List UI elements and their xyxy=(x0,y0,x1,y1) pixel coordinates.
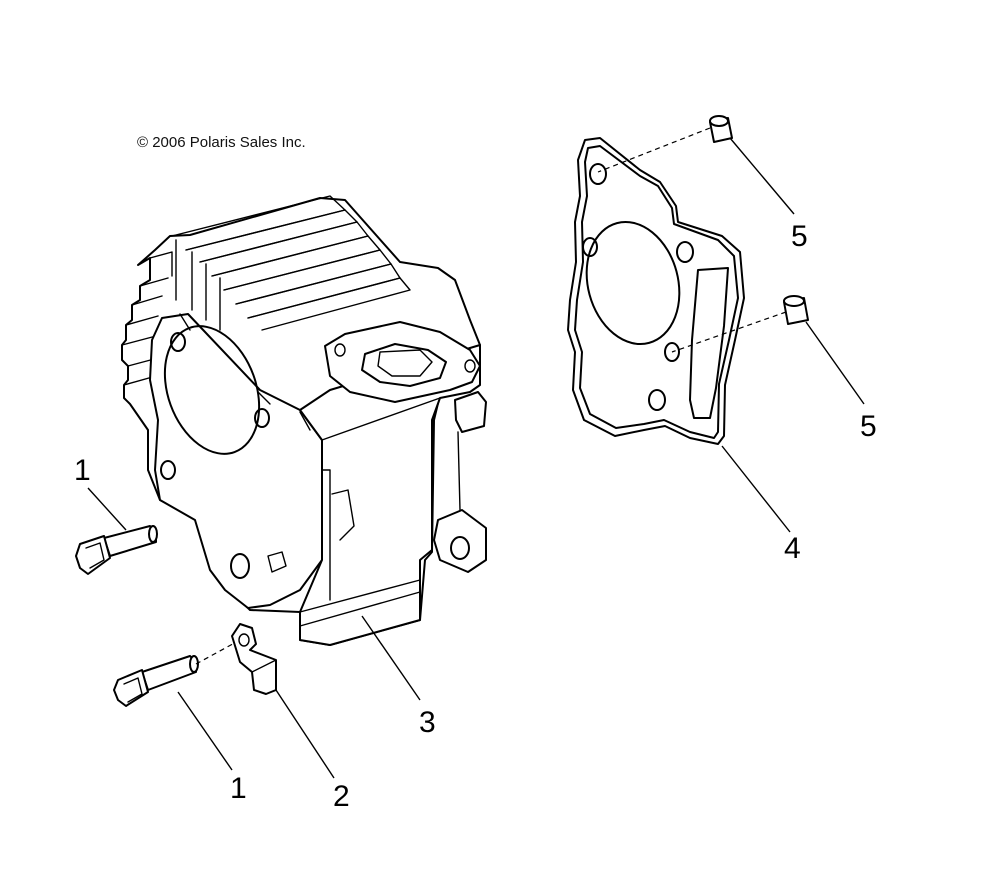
bolt-upper xyxy=(75,525,158,575)
callout-1-upper: 1 xyxy=(74,454,91,487)
copyright-notice: © 2006 Polaris Sales Inc. xyxy=(137,134,306,151)
callout-5-upper: 5 xyxy=(791,220,808,253)
dowel-pin-lower xyxy=(783,295,809,325)
callout-1-lower: 1 xyxy=(230,772,247,805)
leader-lines xyxy=(87,137,865,779)
callout-3: 3 xyxy=(419,706,436,739)
callout-4: 4 xyxy=(784,532,801,565)
callout-5-lower: 5 xyxy=(860,410,877,443)
bolt-lower xyxy=(113,655,199,707)
callout-2: 2 xyxy=(333,780,350,813)
cylinder-block xyxy=(121,195,487,646)
hose-clamp xyxy=(231,623,277,695)
cylinder-base-gasket xyxy=(567,137,745,445)
dowel-pin-upper xyxy=(709,115,733,143)
